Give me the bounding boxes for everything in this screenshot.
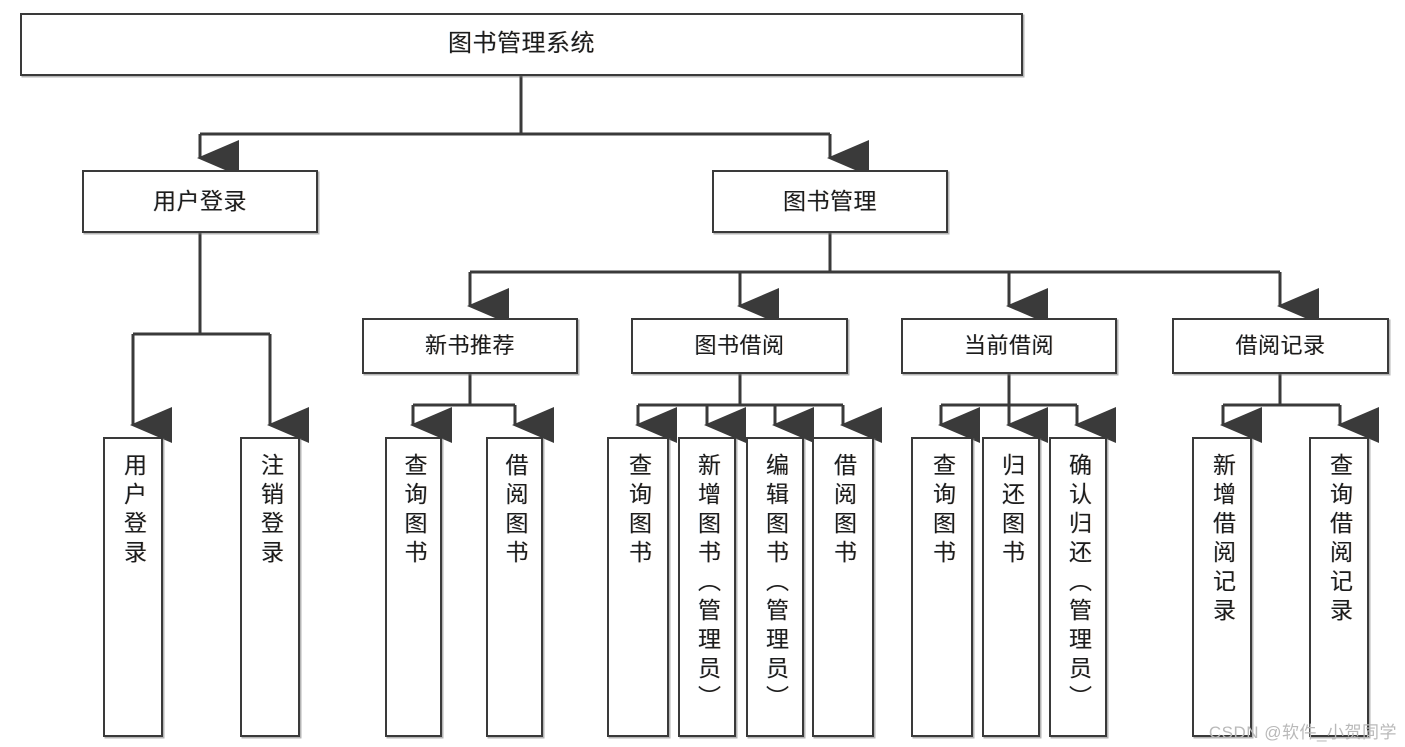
leaf-edit-book-admin[interactable]: 编辑图书（管理员） — [746, 437, 804, 737]
leaf-query-books-recommend[interactable]: 查询图书 — [385, 437, 442, 737]
node-label: 用户登录 — [153, 187, 247, 214]
node-new-book-recommend[interactable]: 新书推荐 — [362, 318, 578, 374]
node-borrow-history[interactable]: 借阅记录 — [1172, 318, 1389, 374]
node-label: 当前借阅 — [963, 333, 1054, 359]
node-label: 确认归还（管理员） — [1065, 453, 1092, 714]
node-label: 注销登录 — [257, 453, 284, 569]
node-label: 查询图书 — [401, 453, 427, 569]
node-user-login[interactable]: 用户登录 — [82, 170, 318, 233]
leaf-add-book-admin[interactable]: 新增图书（管理员） — [678, 437, 736, 737]
node-label: 归还图书 — [998, 453, 1025, 569]
node-label: 新增借阅记录 — [1209, 453, 1236, 627]
leaf-query-books-current[interactable]: 查询图书 — [911, 437, 973, 737]
leaf-user-login[interactable]: 用户登录 — [103, 437, 163, 737]
node-label: 借阅图书 — [502, 453, 528, 569]
node-label: 新增图书（管理员） — [694, 453, 721, 714]
leaf-return-book[interactable]: 归还图书 — [982, 437, 1040, 737]
node-label: 借阅图书 — [830, 453, 857, 569]
node-label: 用户登录 — [120, 453, 147, 569]
leaf-confirm-return-admin[interactable]: 确认归还（管理员） — [1049, 437, 1107, 737]
node-book-management[interactable]: 图书管理 — [712, 170, 948, 233]
leaf-query-books-borrow[interactable]: 查询图书 — [607, 437, 669, 737]
leaf-borrow-books-recommend[interactable]: 借阅图书 — [486, 437, 543, 737]
node-label: 图书管理系统 — [448, 30, 595, 58]
node-label: 编辑图书（管理员） — [762, 453, 789, 714]
node-label: 查询图书 — [929, 453, 956, 569]
node-label: 查询图书 — [625, 453, 652, 569]
node-label: 图书管理 — [783, 187, 877, 214]
node-label: 查询借阅记录 — [1326, 453, 1353, 627]
leaf-add-borrow-record[interactable]: 新增借阅记录 — [1192, 437, 1252, 737]
leaf-query-borrow-record[interactable]: 查询借阅记录 — [1309, 437, 1369, 737]
node-label: 借阅记录 — [1235, 333, 1326, 359]
leaf-borrow-book[interactable]: 借阅图书 — [812, 437, 874, 737]
node-current-borrow[interactable]: 当前借阅 — [901, 318, 1117, 374]
node-book-borrow[interactable]: 图书借阅 — [631, 318, 848, 374]
node-label: 图书借阅 — [694, 333, 785, 359]
leaf-logout[interactable]: 注销登录 — [240, 437, 300, 737]
node-root-system[interactable]: 图书管理系统 — [20, 13, 1023, 76]
node-label: 新书推荐 — [424, 333, 515, 359]
